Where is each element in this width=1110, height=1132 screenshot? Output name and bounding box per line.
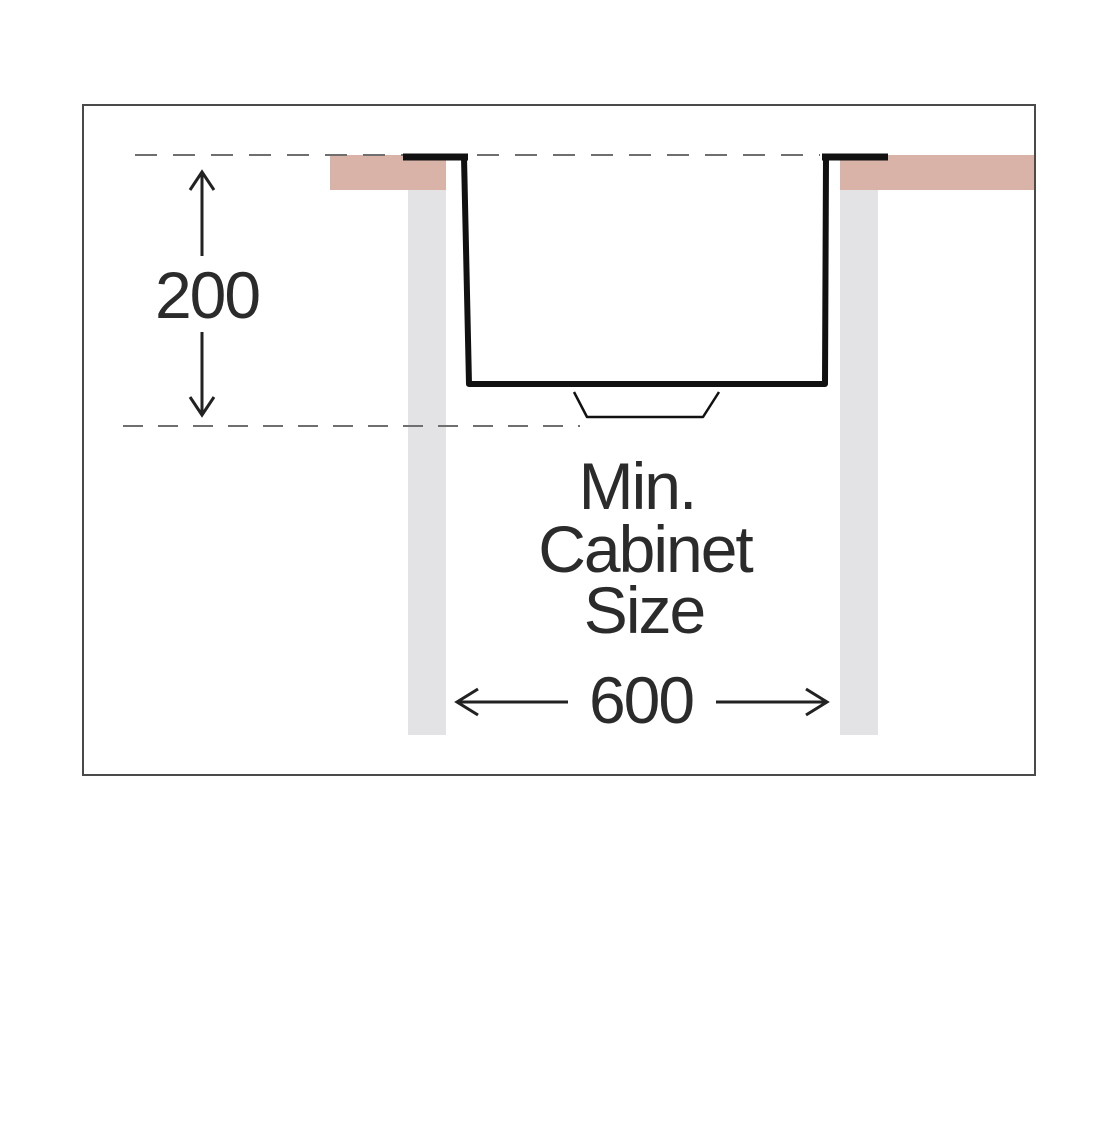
height-arrow-up [188,169,216,256]
cabinet-label-line2: Cabinet [538,512,753,586]
sink-bowl [461,156,829,387]
countertop-right [840,155,1034,190]
height-dimension-label: 200 [155,258,259,332]
width-arrow-right [716,687,830,717]
cabinet-label-line1: Min. [579,449,696,523]
sink-drain [572,391,721,419]
cabinet-right-panel [840,190,878,735]
width-arrow-left [454,687,568,717]
countertop-left [330,155,446,190]
diagram-frame [82,104,1036,776]
width-dimension-label: 600 [589,663,693,737]
cabinet-left-panel [408,190,446,735]
cabinet-label-line3: Size [584,573,704,647]
height-arrow-down [188,332,216,418]
